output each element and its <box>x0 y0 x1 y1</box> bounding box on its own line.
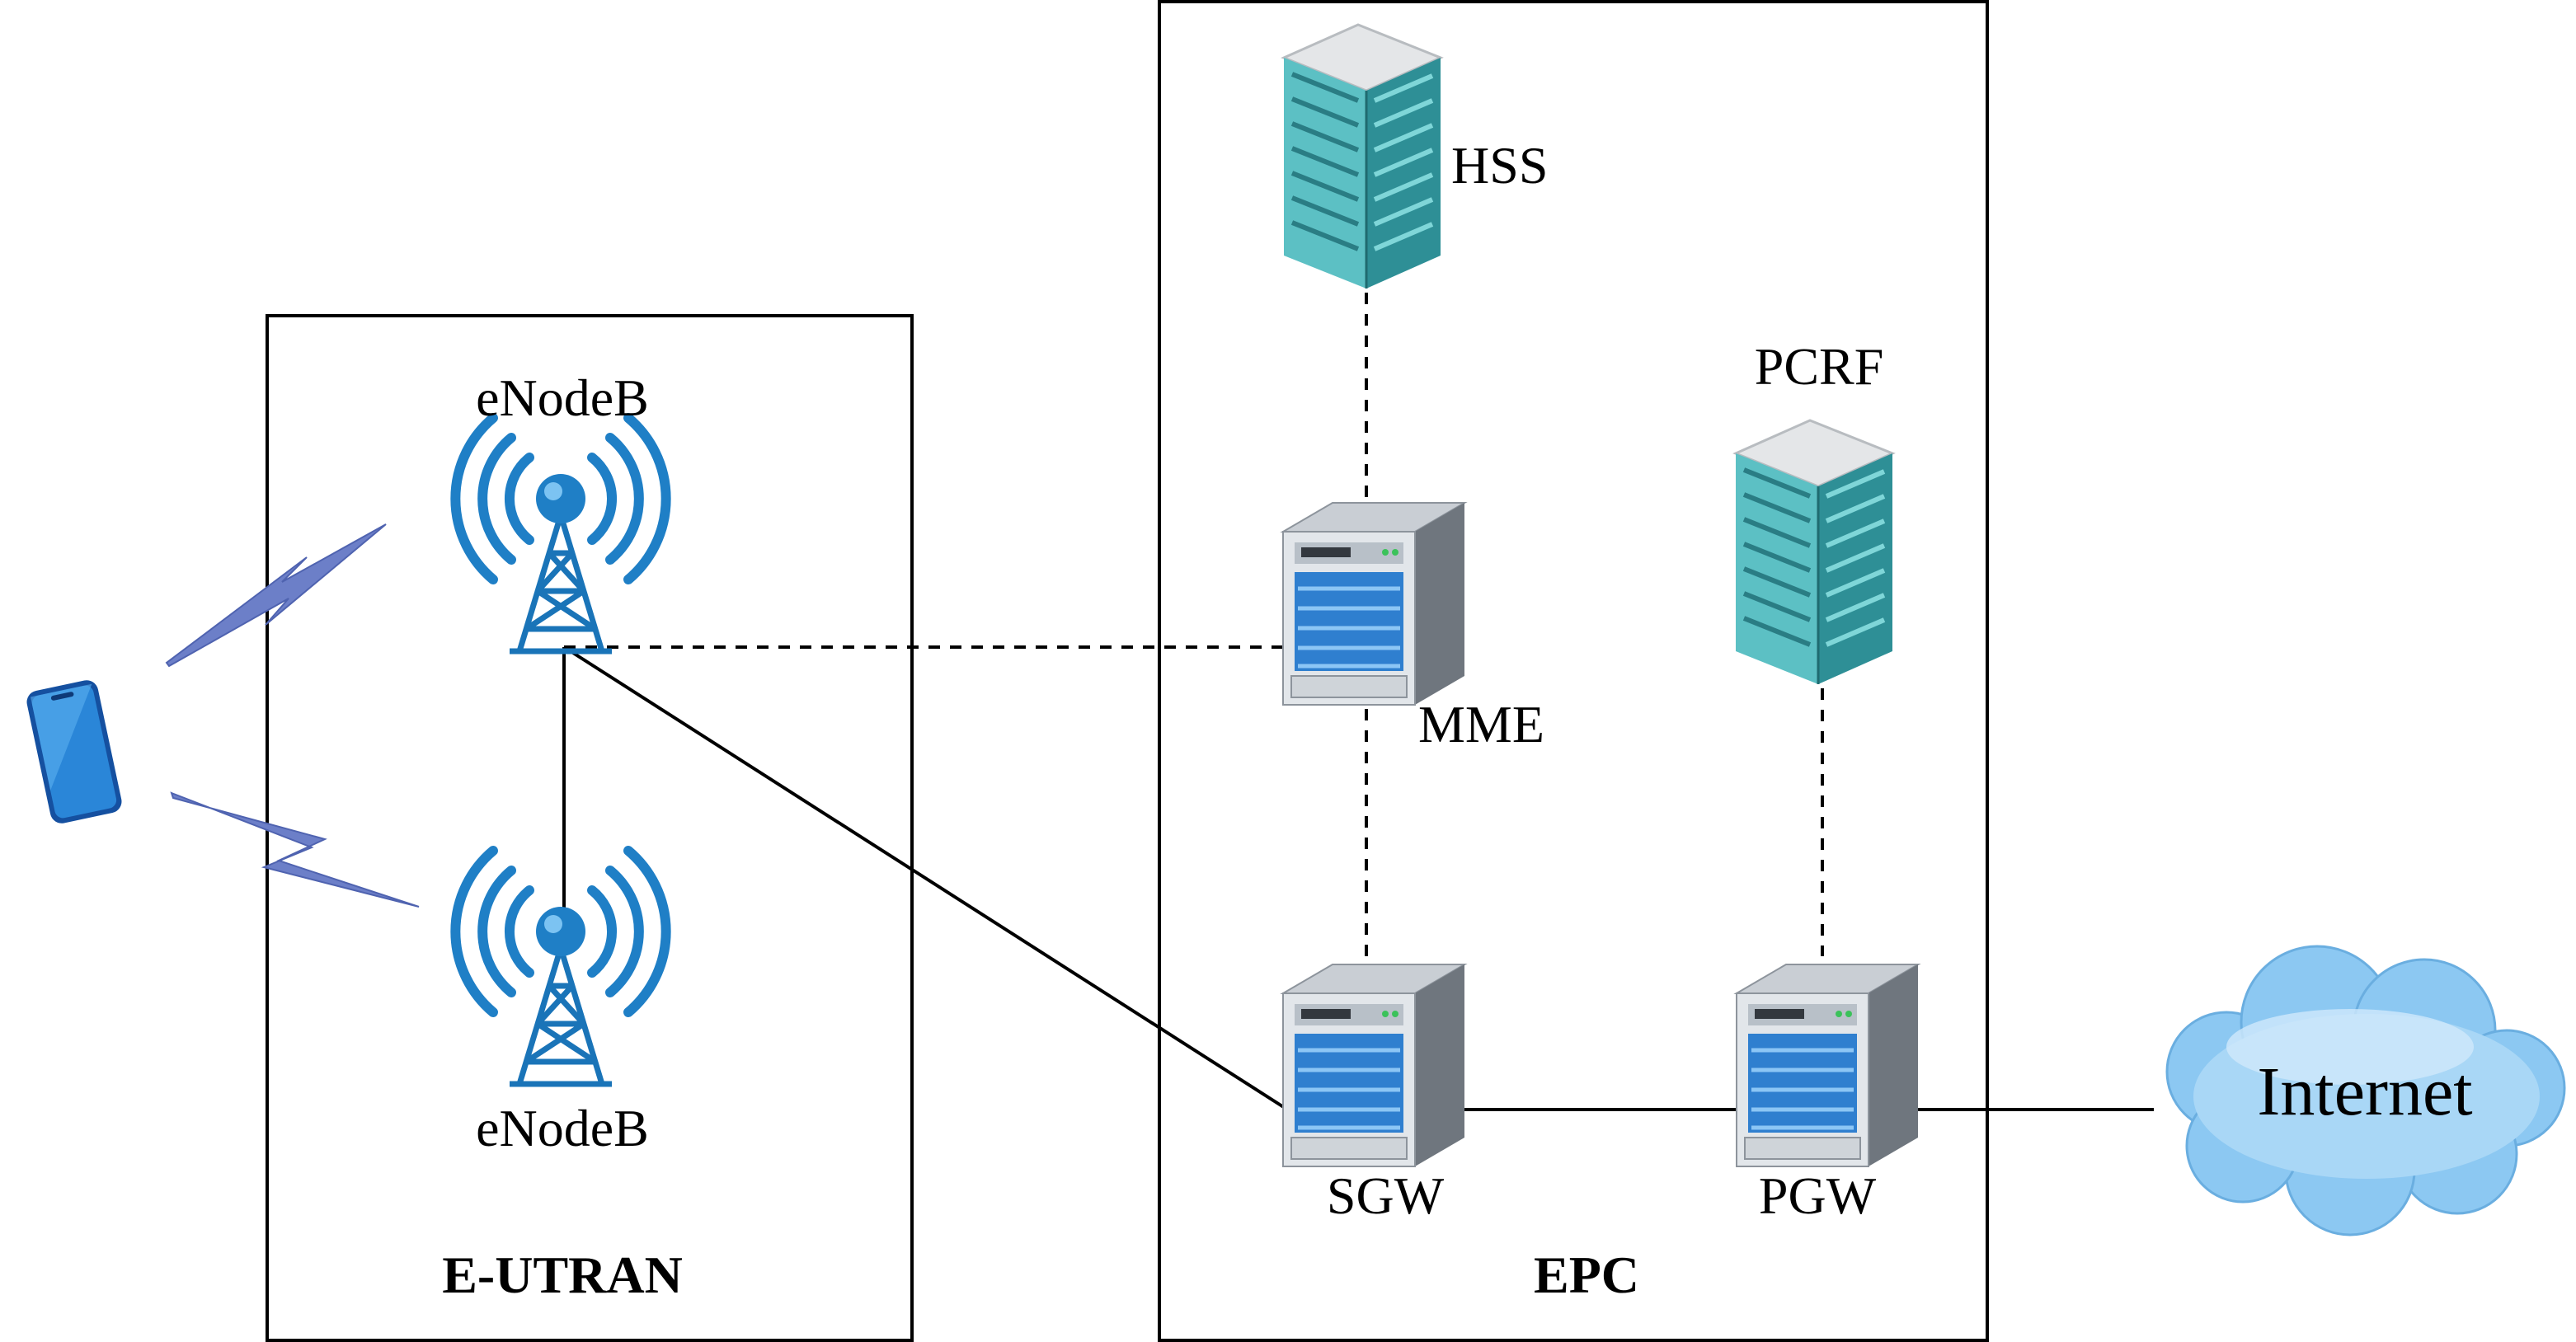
cell-tower-icon[interactable] <box>455 851 665 1084</box>
server-icon[interactable] <box>1737 964 1918 1166</box>
server-rack-icon[interactable] <box>1736 420 1892 684</box>
pgw-label: PGW <box>1759 1166 1877 1225</box>
server-icon[interactable] <box>1283 964 1464 1166</box>
eutran-group-label: E-UTRAN <box>442 1246 683 1304</box>
wireless-link-top <box>165 523 387 668</box>
epc-group-box <box>1158 0 1989 1342</box>
link-enodeb-sgw <box>562 645 1293 1114</box>
sgw-label: SGW <box>1327 1166 1445 1225</box>
enodeb-top-label: eNodeB <box>476 368 649 427</box>
mme-label: MME <box>1418 695 1544 753</box>
wireless-link-bottom <box>170 791 420 908</box>
enodeb-bottom-label: eNodeB <box>476 1099 649 1157</box>
cell-tower-icon[interactable] <box>455 418 665 651</box>
smartphone-icon[interactable] <box>25 678 124 826</box>
pcrf-label: PCRF <box>1755 337 1884 396</box>
eutran-group-box <box>266 314 914 1342</box>
hss-label: HSS <box>1451 136 1548 195</box>
cloud-icon[interactable] <box>2165 945 2566 1236</box>
server-icon[interactable] <box>1283 503 1464 705</box>
internet-label: Internet <box>2257 1053 2472 1130</box>
links <box>562 293 2154 1114</box>
epc-group-label: EPC <box>1534 1246 1639 1304</box>
server-rack-icon[interactable] <box>1284 25 1441 289</box>
